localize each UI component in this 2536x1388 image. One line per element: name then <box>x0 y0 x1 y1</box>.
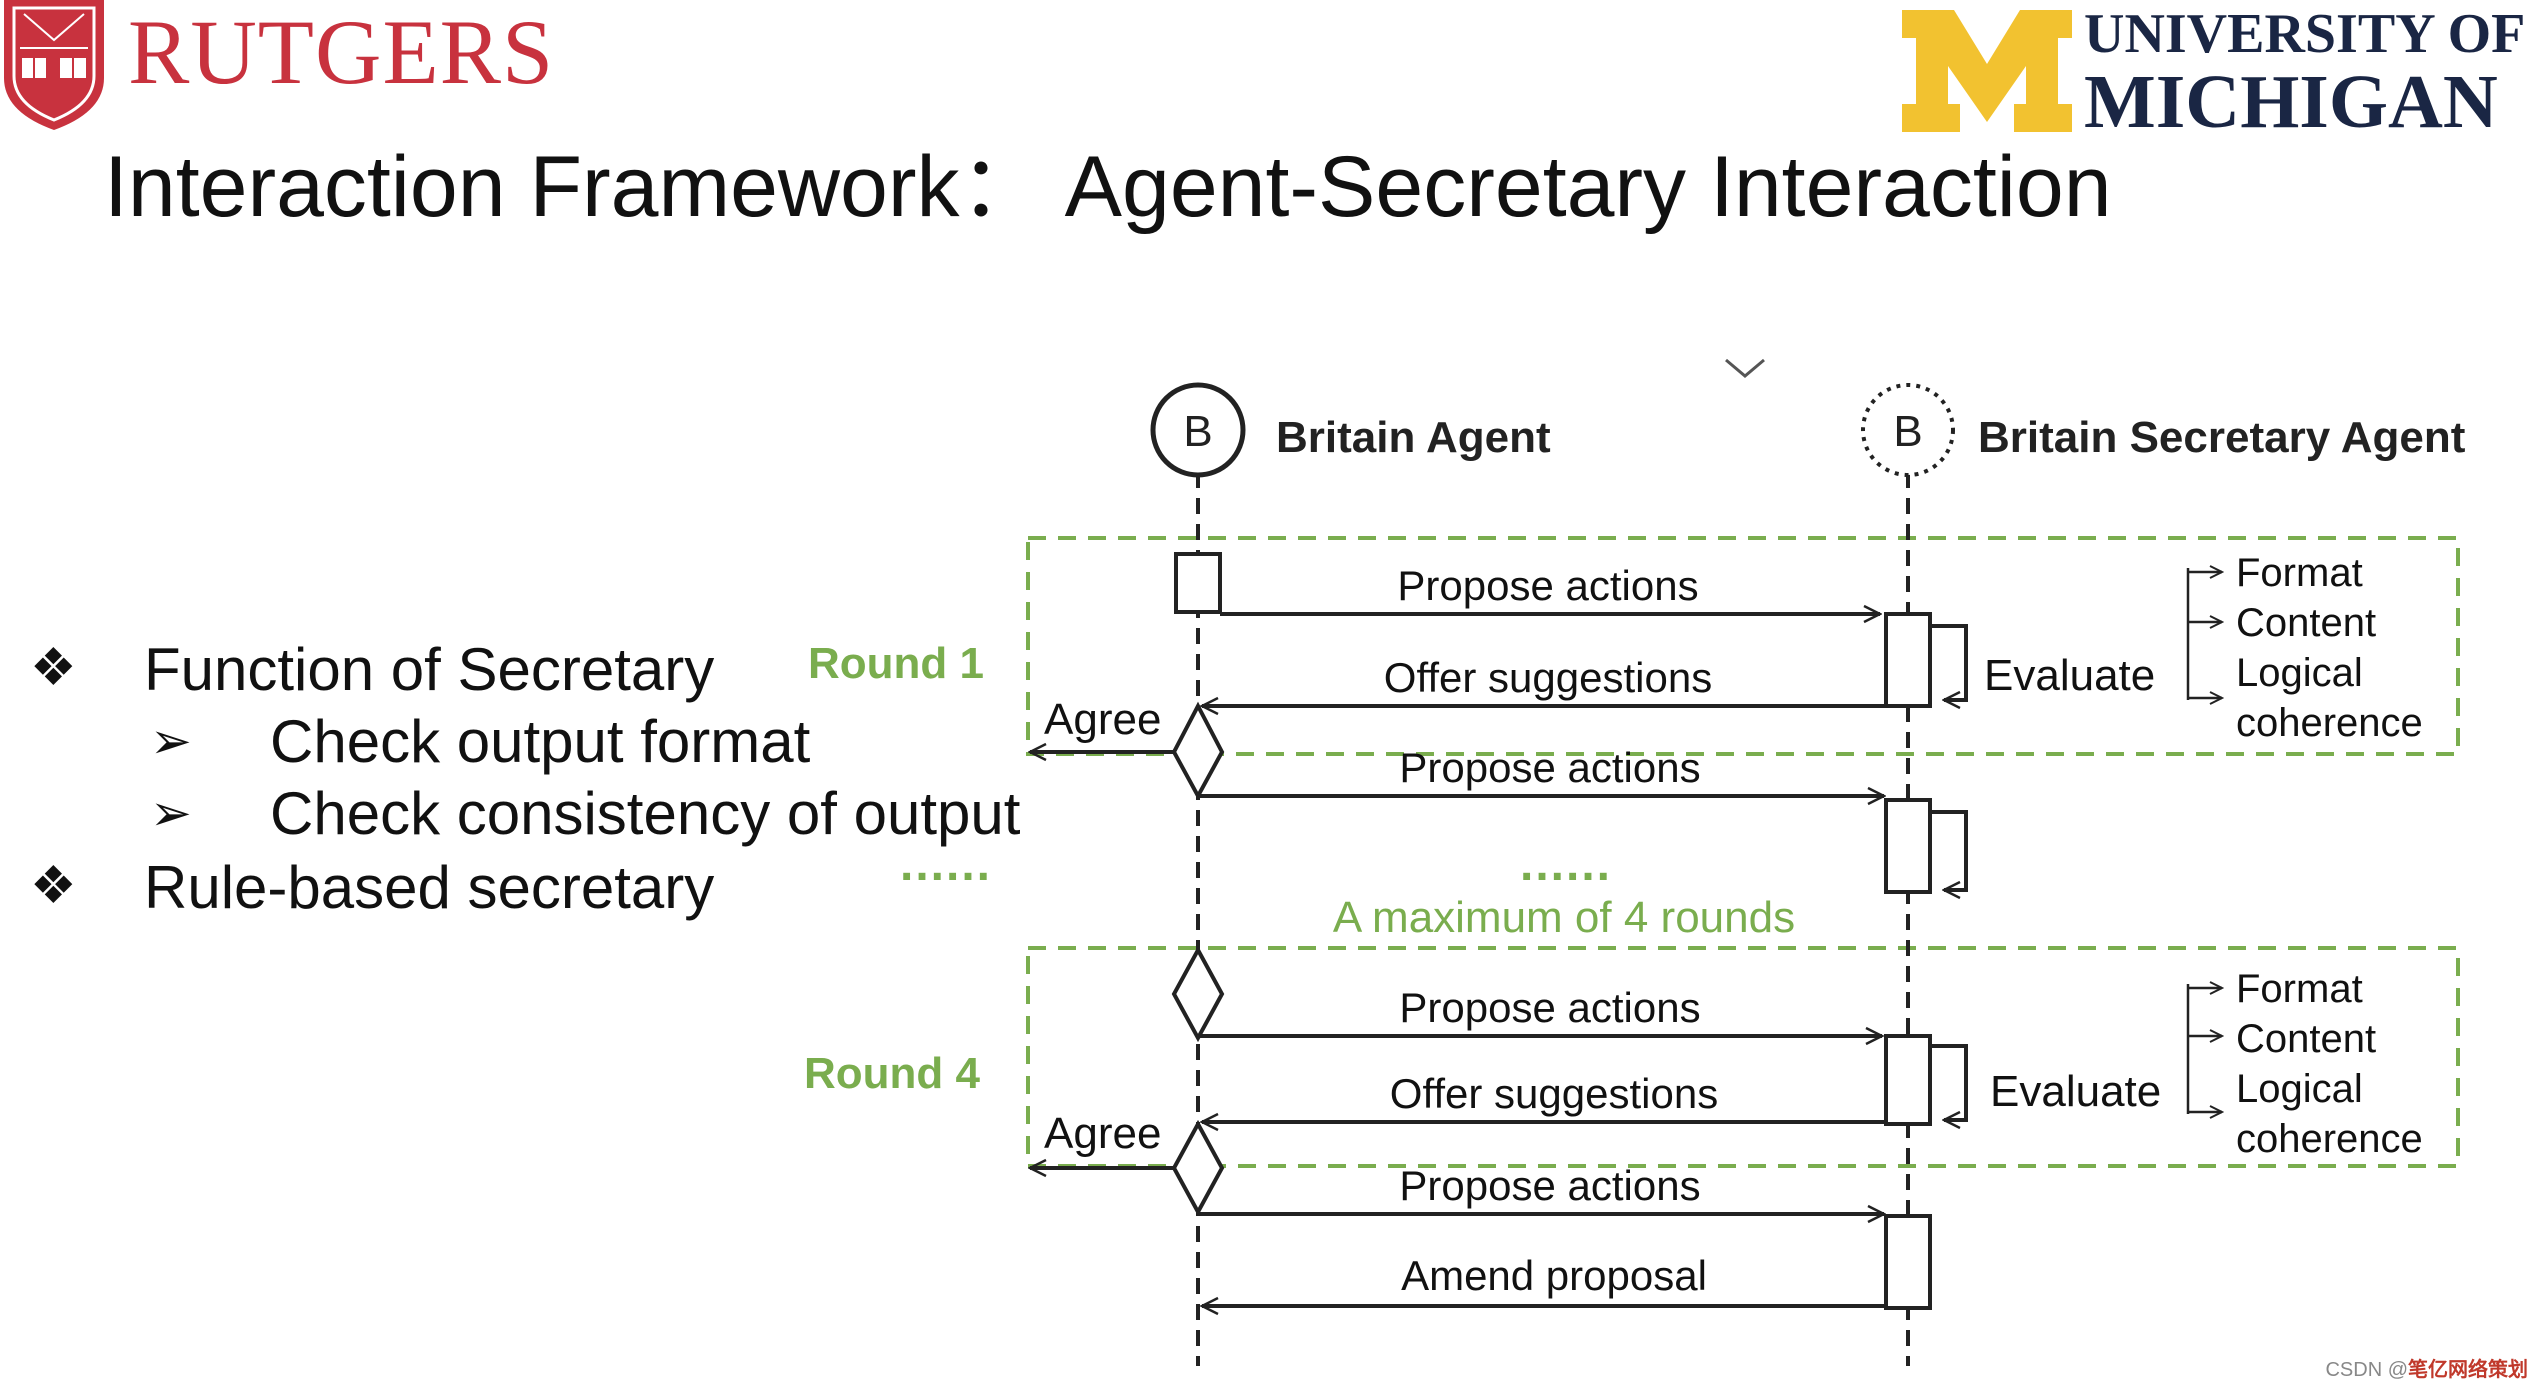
round4-box <box>1026 946 2460 1168</box>
evaluate-loop <box>1930 1044 1968 1120</box>
evaluate-label: Evaluate <box>1990 1067 2161 1116</box>
rutgers-wordmark: RUTGERS <box>128 1 555 103</box>
activation-box <box>1884 612 1932 708</box>
ellipsis-left: ...... <box>900 838 992 891</box>
bullet-text: Rule-based secretary <box>144 854 715 921</box>
round4-label: Round 4 <box>804 1049 981 1098</box>
activation-box <box>1884 1214 1932 1310</box>
evaluate-loop <box>1930 810 1968 890</box>
criteria-item: Format <box>2236 967 2363 1011</box>
agent-name: Britain Agent <box>1276 413 1551 462</box>
criteria-item: coherence <box>2236 701 2423 745</box>
propose-label: Propose actions <box>1399 744 1700 791</box>
evaluate-label: Evaluate <box>1984 651 2155 700</box>
bullet-text: Function of Secretary <box>144 636 715 703</box>
max-rounds-label: A maximum of 4 rounds <box>1333 893 1795 942</box>
bullet-text: Check consistency of output <box>270 780 1021 847</box>
activation-box <box>1884 798 1932 894</box>
propose-label: Propose actions <box>1399 984 1700 1031</box>
watermark: CSDN @笔亿网络策划 <box>2325 1353 2528 1382</box>
round1-label: Round 1 <box>808 639 984 688</box>
agree-label: Agree <box>1044 1109 1161 1158</box>
rutgers-shield-icon <box>4 0 104 130</box>
decision-diamond <box>1171 1119 1225 1217</box>
bullet-marker-icon: ❖ <box>30 857 77 915</box>
secretary-badge-icon <box>1861 383 1955 477</box>
decision-diamond <box>1171 701 1225 801</box>
watermark-prefix: CSDN @ <box>2325 1359 2408 1381</box>
secretary-badge-letter: B <box>1893 407 1922 456</box>
agent-badge-letter: B <box>1183 407 1212 456</box>
chevron-down-icon <box>1725 358 1765 378</box>
criteria-item: Logical <box>2236 1067 2363 1111</box>
bullet-marker-icon: ❖ <box>30 639 77 697</box>
offer-label: Offer suggestions <box>1384 654 1712 701</box>
criteria-item: Logical <box>2236 651 2363 695</box>
arrow-marker-icon: ➢ <box>150 713 192 769</box>
decision-diamond <box>1171 945 1225 1043</box>
activation-box <box>1174 552 1222 614</box>
agree-label: Agree <box>1044 695 1161 744</box>
michigan-logo: UNIVERSITY OF MICHIGAN <box>1896 0 2536 140</box>
watermark-brand: 笔亿网络策划 <box>2408 1359 2528 1381</box>
agent-badge-icon <box>1150 382 1246 478</box>
michigan-wordmark-line2: MICHIGAN <box>2084 60 2498 144</box>
michigan-wordmark-line1: UNIVERSITY OF <box>2084 3 2526 65</box>
rutgers-logo: RUTGERS <box>0 0 553 140</box>
bullet-text: Check output format <box>270 708 811 775</box>
propose-label: Propose actions <box>1399 1162 1700 1209</box>
criteria-item: coherence <box>2236 1117 2423 1161</box>
secretary-name: Britain Secretary Agent <box>1978 413 2466 462</box>
ellipsis-center: ...... <box>1520 838 1612 891</box>
amend-label: Amend proposal <box>1401 1252 1707 1299</box>
criteria-item: Content <box>2236 1017 2376 1061</box>
offer-label: Offer suggestions <box>1390 1070 1718 1117</box>
arrow-marker-icon: ➢ <box>150 785 192 841</box>
criteria-item: Format <box>2236 551 2363 595</box>
evaluate-loop <box>1930 624 1968 700</box>
criteria-item: Content <box>2236 601 2376 645</box>
activation-box <box>1884 1034 1932 1126</box>
slide-title: Interaction Framework： Agent-Secretary I… <box>104 139 2112 235</box>
round1-box <box>1026 536 2460 756</box>
propose-label: Propose actions <box>1397 562 1698 609</box>
michigan-block-m-icon <box>1902 10 2072 132</box>
